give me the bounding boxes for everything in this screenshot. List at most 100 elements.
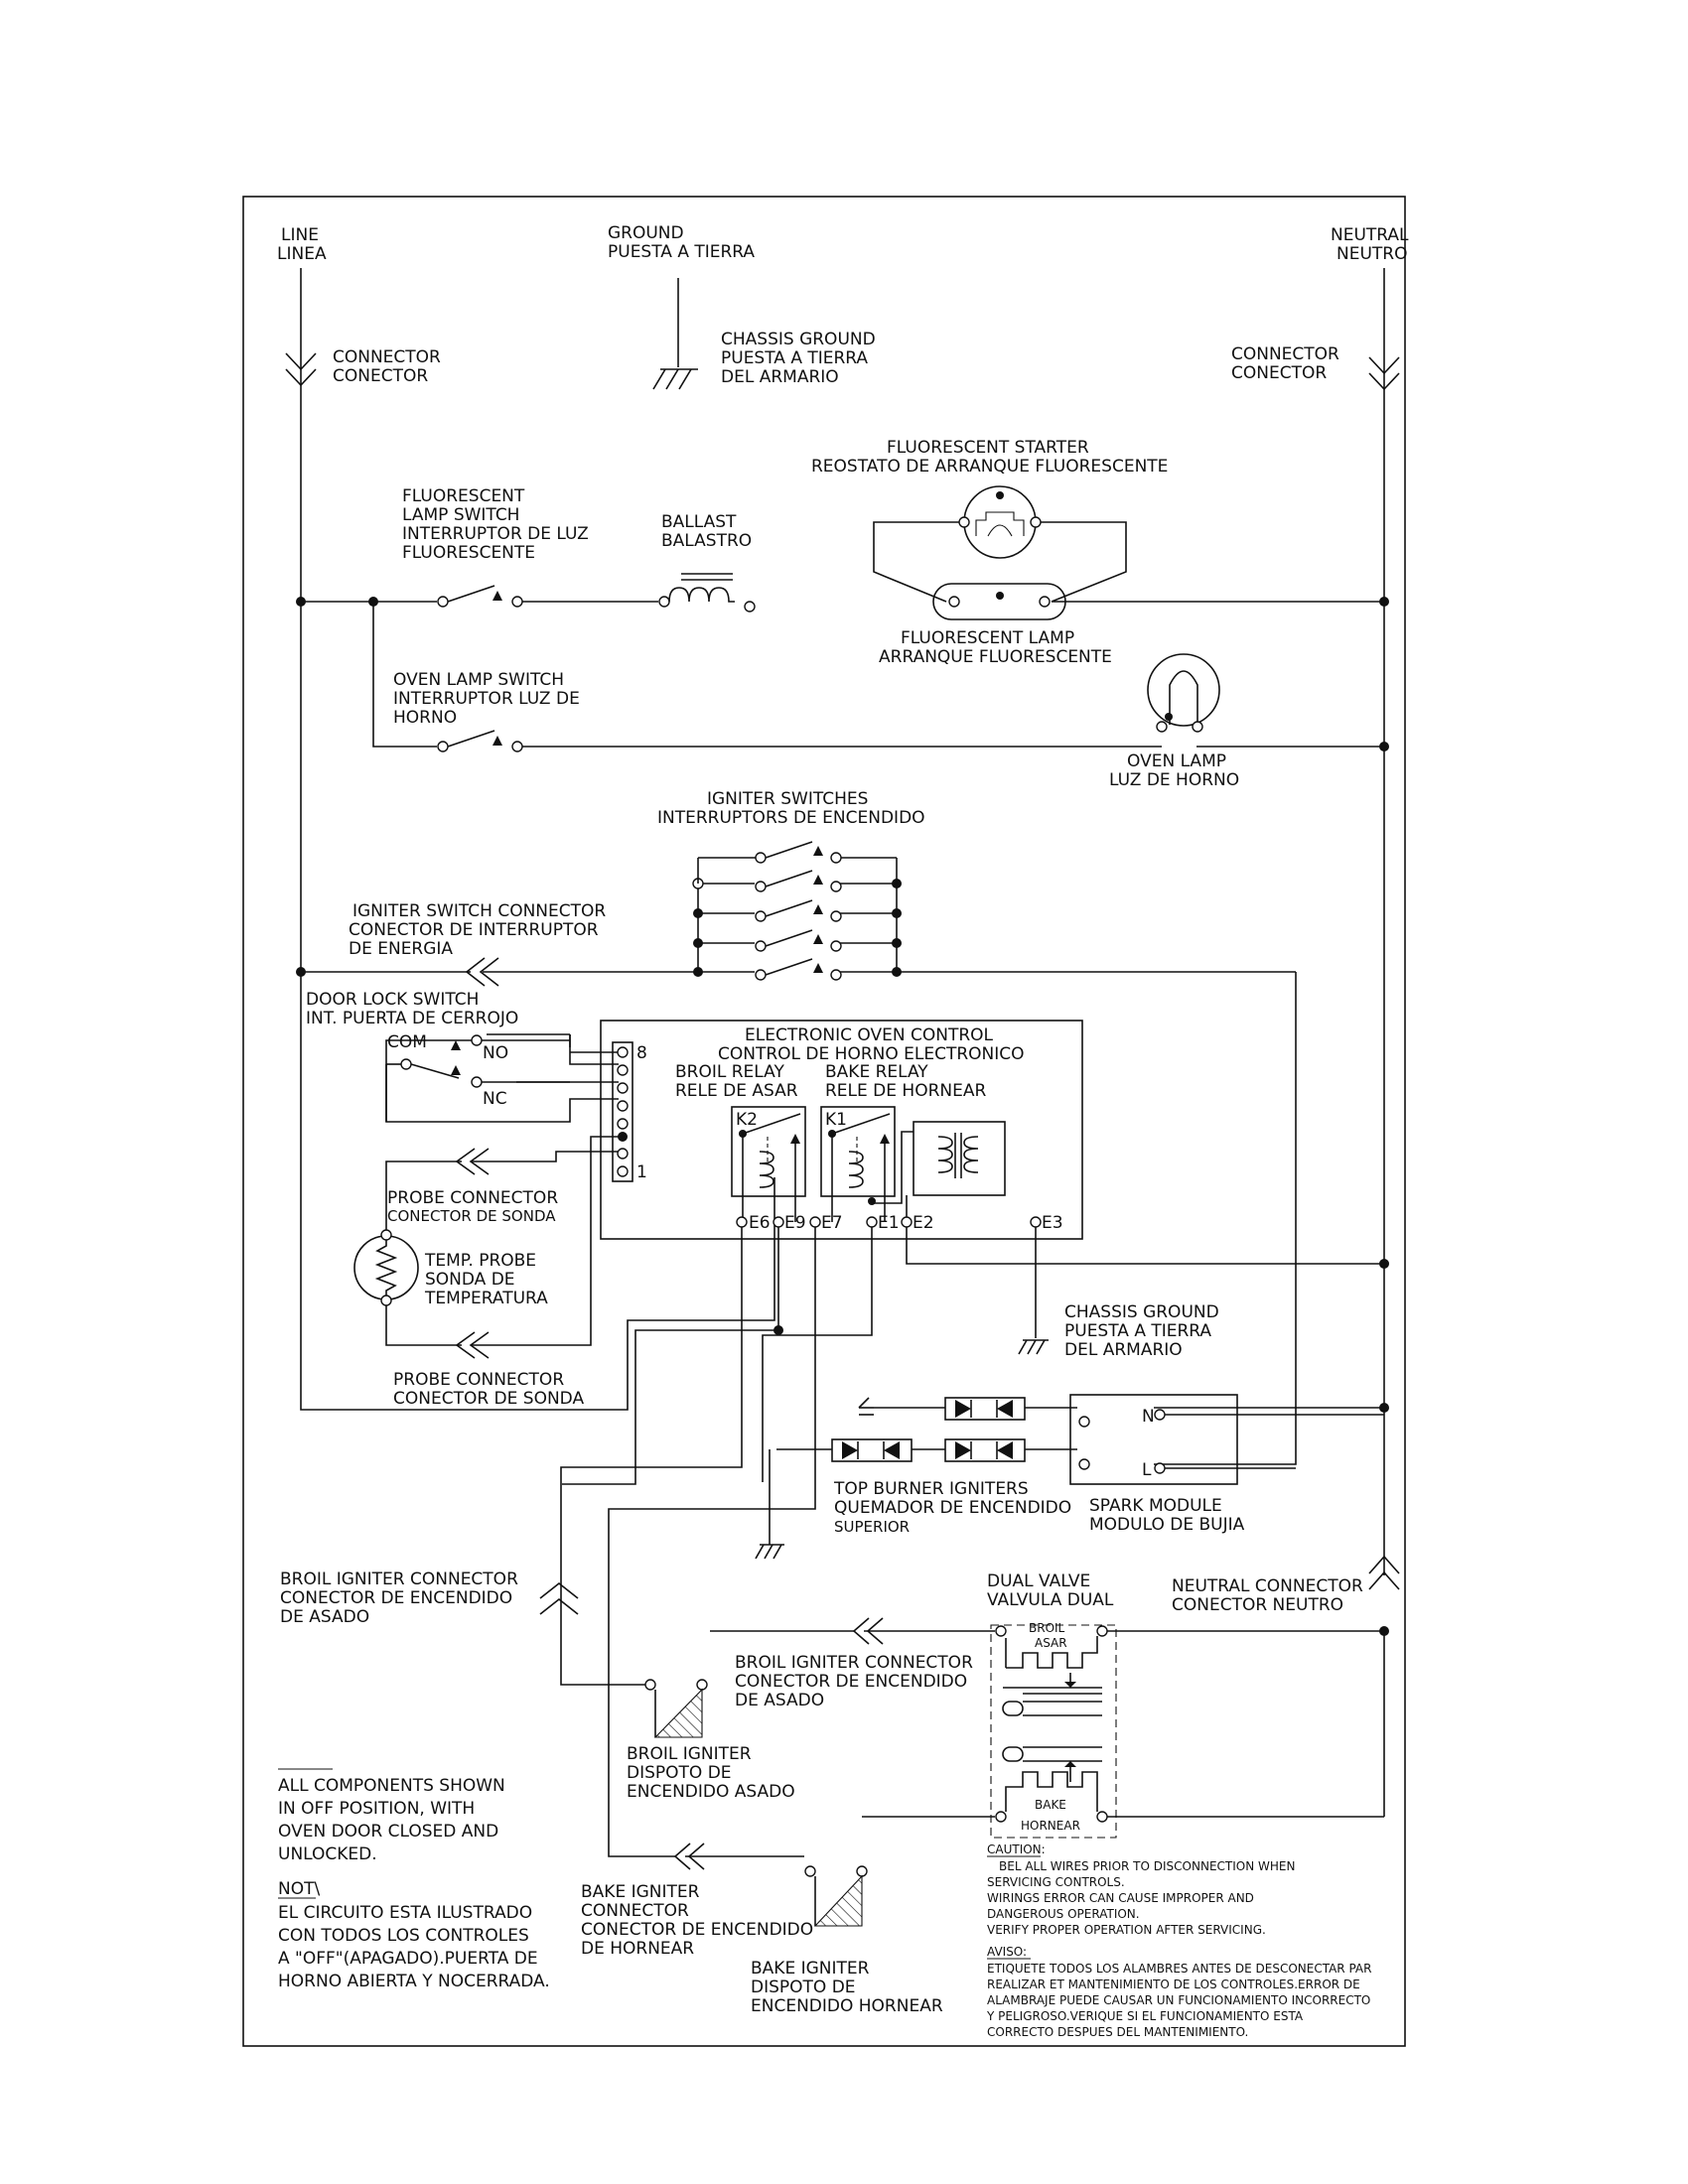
- caution-text-1: BEL ALL WIRES PRIOR TO DISCONNECTION WHE…: [999, 1859, 1295, 1873]
- label-connector-right-2: CONECTOR: [1231, 363, 1327, 383]
- diagram-border: [242, 196, 1406, 2047]
- label-isc-3: DE ENERGIA: [349, 939, 453, 959]
- label-bic-mid-2: CONECTOR DE ENCENDIDO: [735, 1672, 967, 1692]
- bake-igniter-connector-symbol: [673, 1843, 705, 1870]
- label-broil-igniter-3: ENCENDIDO ASADO: [627, 1782, 795, 1802]
- label-connector-left-2: CONECTOR: [333, 366, 428, 386]
- label-dual-valve-1: DUAL VALVE: [987, 1571, 1090, 1591]
- broil-igniter: [560, 1586, 708, 1738]
- label-oven-lamp-1: OVEN LAMP: [1127, 751, 1226, 771]
- label-chassis-mid-2: PUESTA A TIERRA: [1064, 1321, 1211, 1341]
- label-valve-broil-2: ASAR: [1035, 1636, 1067, 1650]
- label-spark-n: N: [1142, 1407, 1155, 1427]
- label-chassis-mid-1: CHASSIS GROUND: [1064, 1302, 1219, 1322]
- label-nc: NC: [483, 1089, 507, 1109]
- label-com: COM: [387, 1032, 427, 1052]
- label-neutral-conn-2: CONECTOR NEUTRO: [1172, 1595, 1343, 1615]
- label-temp-probe-2: SONDA DE: [425, 1270, 515, 1290]
- igniter-switch-4: [755, 929, 842, 952]
- label-valve-broil-1: BROIL: [1029, 1621, 1065, 1635]
- note-es-1: EL CIRCUITO ESTA ILUSTRADO: [278, 1903, 532, 1923]
- label-valve-bake-2: HORNEAR: [1021, 1819, 1080, 1833]
- label-e6: E6: [749, 1213, 771, 1233]
- door-lock-switch: [385, 1034, 570, 1122]
- chassis-ground-mid-symbol: [1018, 1339, 1049, 1355]
- label-no: NO: [483, 1043, 508, 1063]
- label-spark-l: L: [1142, 1460, 1152, 1480]
- label-ground-2: PUESTA A TIERRA: [608, 242, 755, 262]
- label-fl-lamp-1: FLUORESCENT LAMP: [901, 628, 1074, 648]
- electronic-oven-control: [570, 1020, 1083, 1240]
- label-chassis-mid-3: DEL ARMARIO: [1064, 1340, 1183, 1360]
- aviso-text-1: ETIQUETE TODOS LOS ALAMBRES ANTES DE DES…: [987, 1962, 1371, 1976]
- dual-valve: [990, 1624, 1117, 1839]
- top-burner-igniters: [831, 1397, 1077, 1462]
- label-top-burner-1: TOP BURNER IGNITERS: [833, 1479, 1029, 1499]
- broil-igniter-connector-left-symbol: [539, 1581, 579, 1615]
- igniter-switch-1: [697, 841, 898, 884]
- oven-lamp-switch: [437, 730, 523, 752]
- label-oven-lamp-switch-3: HORNO: [393, 708, 457, 728]
- label-probe-top-2: CONECTOR DE SONDA: [387, 1207, 556, 1225]
- label-probe-top-1: PROBE CONNECTOR: [387, 1188, 558, 1208]
- label-bake-relay-1: BAKE RELAY: [825, 1062, 928, 1082]
- label-temp-probe-3: TEMPERATURA: [424, 1289, 548, 1308]
- label-fl-starter-1: FLUORESCENT STARTER: [887, 438, 1089, 458]
- label-neutral-2: NEUTRO: [1336, 244, 1407, 264]
- label-chassis-top-2: PUESTA A TIERRA: [721, 348, 868, 368]
- label-bake-relay-2: RELE DE HORNEAR: [825, 1081, 986, 1101]
- label-connector-right-1: CONNECTOR: [1231, 344, 1339, 364]
- label-k1: K1: [825, 1110, 847, 1130]
- aviso-text-4: Y PELIGROSO.VERIQUE SI EL FUNCIONAMIENTO…: [986, 2009, 1304, 2023]
- label-line-1: LINE: [281, 225, 319, 245]
- note-es-3: A "OFF"(APAGADO).PUERTA DE: [278, 1949, 538, 1969]
- igniter-switch-connector-symbol: [465, 957, 499, 987]
- label-bic-mid-1: BROIL IGNITER CONNECTOR: [735, 1653, 973, 1673]
- label-temp-probe-1: TEMP. PROBE: [424, 1251, 536, 1271]
- label-neutral-conn-1: NEUTRAL CONNECTOR: [1172, 1576, 1363, 1596]
- oven-lamp: [1147, 653, 1220, 733]
- caution-heading: CAUTION:: [987, 1843, 1046, 1856]
- probe-connector-top-symbol: [455, 1148, 490, 1175]
- label-connector-left-1: CONNECTOR: [333, 347, 441, 367]
- label-broil-relay-1: BROIL RELAY: [675, 1062, 784, 1082]
- label-e3: E3: [1042, 1213, 1063, 1233]
- aviso-text-5: CORRECTO DESPUES DEL MANTENIMIENTO.: [987, 2025, 1248, 2039]
- labels: LINE LINEA GROUND PUESTA A TIERRA NEUTRA…: [277, 223, 1409, 2039]
- off-note-1: ALL COMPONENTS SHOWN: [278, 1776, 505, 1796]
- note-es-4: HORNO ABIERTA Y NOCERRADA.: [278, 1972, 550, 1991]
- wires: [300, 268, 1385, 1857]
- label-spark-module-2: MODULO DE BUJIA: [1089, 1515, 1245, 1535]
- label-bake-ic-3: CONECTOR DE ENCENDIDO: [581, 1920, 813, 1940]
- igniter-switch-5: [755, 958, 842, 981]
- caution-text-2: SERVICING CONTROLS.: [987, 1875, 1125, 1889]
- label-e1: E1: [878, 1213, 900, 1233]
- label-bake-igniter-3: ENCENDIDO HORNEAR: [751, 1996, 943, 2016]
- label-pin-1: 1: [636, 1162, 647, 1182]
- label-fl-lamp-2: ARRANQUE FLUORESCENTE: [879, 647, 1112, 667]
- chassis-ground-top-symbol: [652, 368, 698, 390]
- label-line-2: LINEA: [277, 244, 327, 264]
- label-e9: E9: [784, 1213, 806, 1233]
- label-k2: K2: [736, 1110, 758, 1130]
- label-neutral-1: NEUTRAL: [1331, 225, 1409, 245]
- label-top-burner-3: SUPERIOR: [834, 1518, 910, 1536]
- connector-symbols: [285, 352, 1400, 1870]
- label-bake-igniter-1: BAKE IGNITER: [751, 1959, 870, 1979]
- caution-text-3: WIRINGS ERROR CAN CAUSE IMPROPER AND: [987, 1891, 1254, 1905]
- label-isc-1: IGNITER SWITCH CONNECTOR: [352, 901, 606, 921]
- label-fl-switch-4: FLUORESCENTE: [402, 543, 535, 563]
- label-fl-switch-2: LAMP SWITCH: [402, 505, 519, 525]
- label-eoc-1: ELECTRONIC OVEN CONTROL: [745, 1025, 994, 1045]
- label-oven-lamp-2: LUZ DE HORNO: [1109, 770, 1239, 790]
- fluorescent-starter: [873, 485, 1127, 603]
- label-oven-lamp-switch-1: OVEN LAMP SWITCH: [393, 670, 564, 690]
- label-e2: E2: [913, 1213, 934, 1233]
- label-bake-igniter-2: DISPOTO DE: [751, 1978, 856, 1997]
- fluorescent-lamp-switch: [437, 585, 523, 608]
- label-e7: E7: [821, 1213, 843, 1233]
- line-connector: [285, 352, 317, 387]
- caution-text-5: VERIFY PROPER OPERATION AFTER SERVICING.: [987, 1923, 1266, 1937]
- label-bic-left-1: BROIL IGNITER CONNECTOR: [280, 1570, 518, 1589]
